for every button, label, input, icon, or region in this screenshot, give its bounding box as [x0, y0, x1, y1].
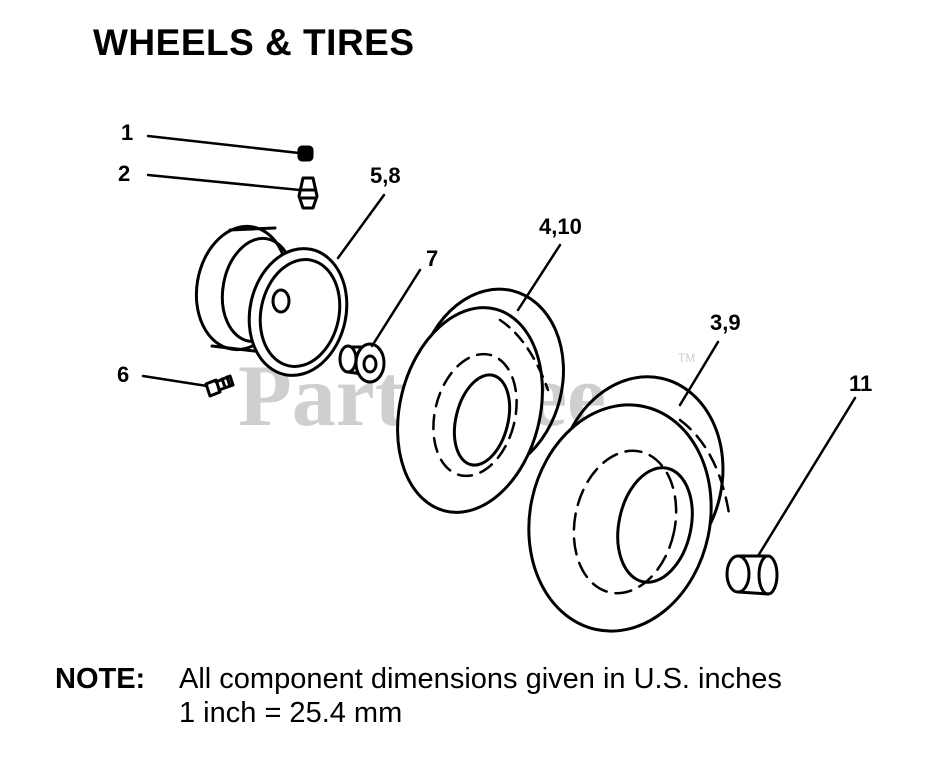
leader-lines	[141, 134, 857, 558]
leader-line-7	[370, 268, 422, 348]
callout-label-6: 6	[117, 362, 129, 387]
leader-line-4-10	[516, 243, 562, 312]
callout-label-1: 1	[121, 120, 133, 145]
hub-cap-part	[725, 554, 779, 596]
leader-line-11	[756, 396, 857, 558]
rear-tire-part	[527, 375, 732, 633]
wheel-rim-part	[194, 224, 349, 377]
callout-label-11: 11	[849, 371, 872, 396]
callout-label-4-10: 4,10	[539, 214, 582, 239]
callout-label-7: 7	[426, 246, 438, 271]
page-title: WHEELS & TIRES	[93, 22, 415, 63]
callout-label-3-9: 3,9	[710, 310, 741, 335]
watermark-trademark: TM	[678, 351, 695, 365]
note-text: All component dimensions given in U.S. i…	[179, 662, 782, 730]
dimension-note: NOTE: All component dimensions given in U…	[55, 662, 782, 730]
valve-cap-part	[297, 145, 314, 162]
bushing-part	[338, 342, 386, 384]
callout-label-2: 2	[118, 161, 130, 186]
leader-line-5-8	[336, 193, 386, 260]
valve-stem-part	[297, 176, 319, 210]
wheel-bolt-part	[204, 374, 235, 398]
note-label: NOTE:	[55, 663, 146, 695]
note-line-2: 1 inch = 25.4 mm	[179, 697, 403, 729]
leader-line-6	[141, 374, 209, 388]
leader-line-2	[146, 173, 302, 192]
callout-label-5-8: 5,8	[370, 163, 401, 188]
leader-line-3-9	[678, 340, 720, 407]
front-tire-part	[396, 287, 565, 514]
leader-line-1	[146, 134, 301, 155]
note-line-1: All component dimensions given in U.S. i…	[179, 663, 782, 695]
